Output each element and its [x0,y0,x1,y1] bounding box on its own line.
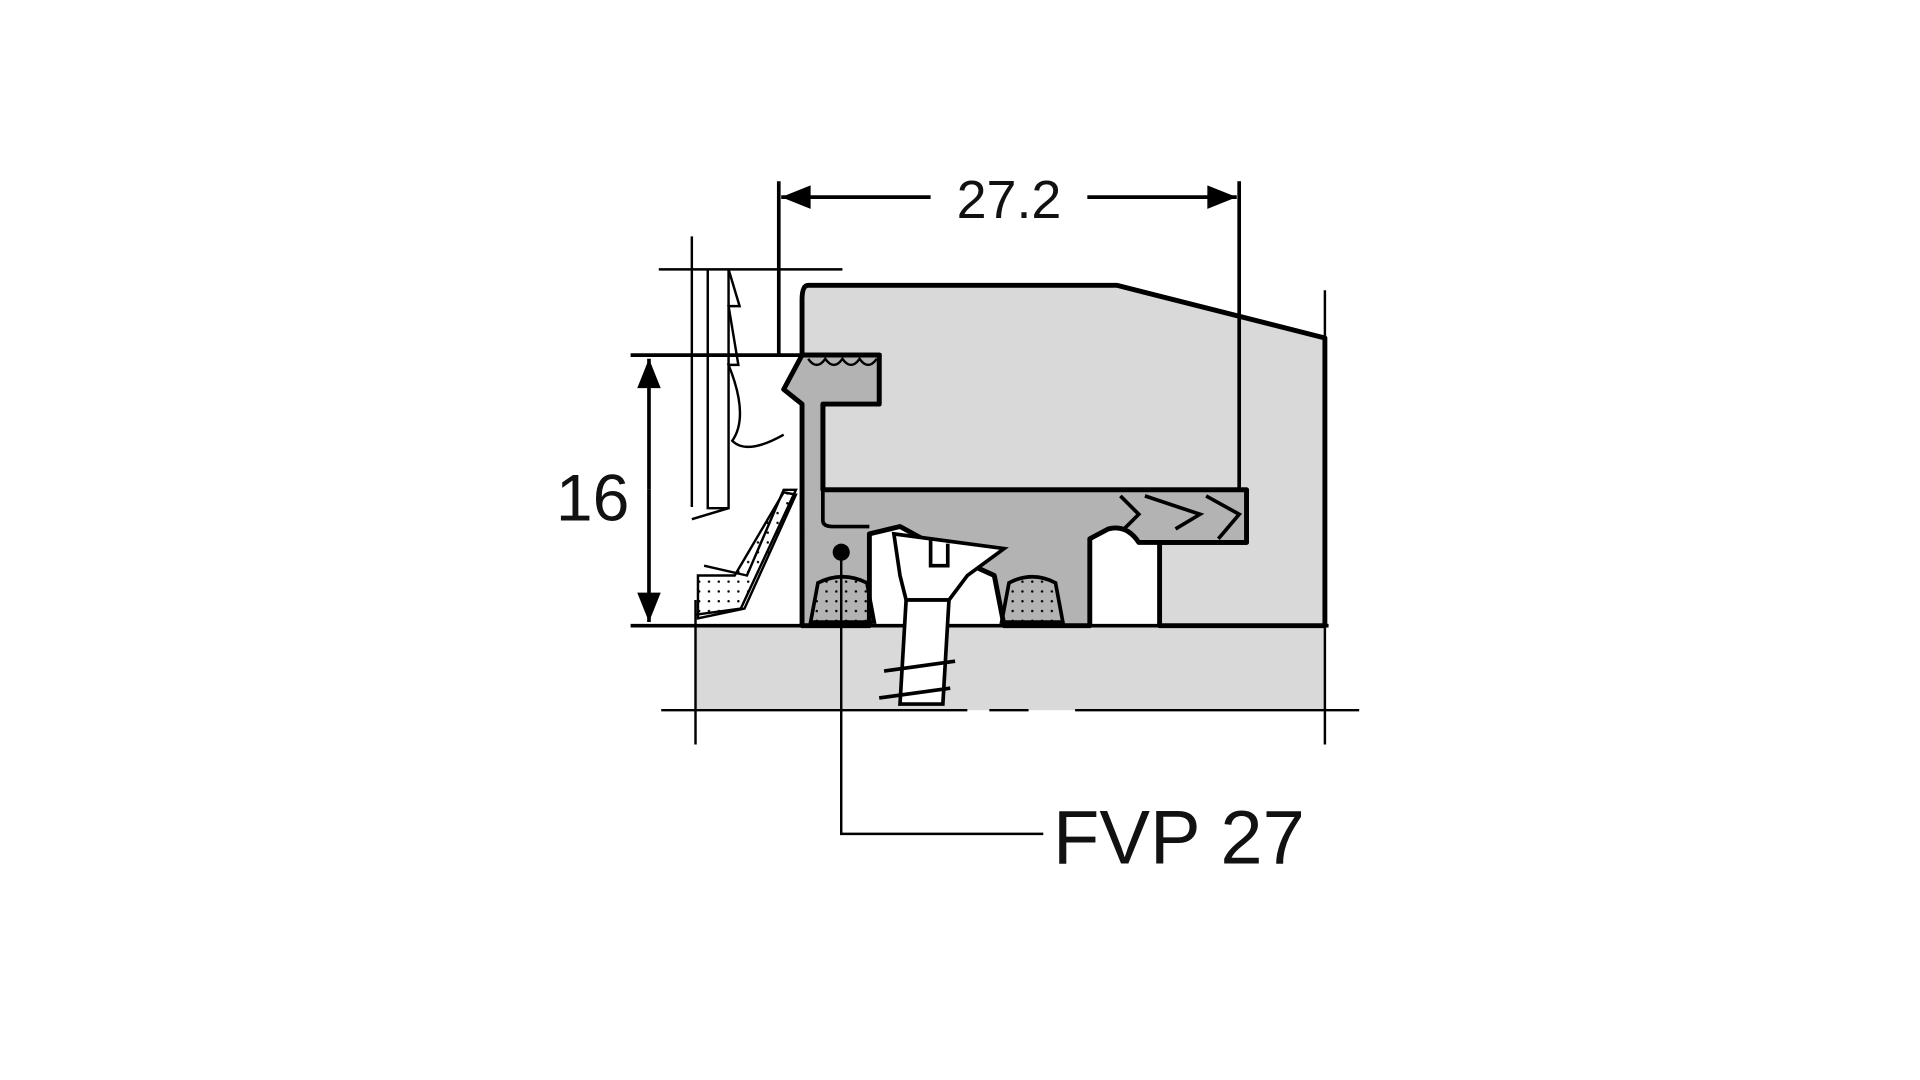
seal-top [807,356,878,367]
dimension-width-label: 27.2 [957,170,1062,230]
seal-right [1119,494,1243,540]
foot-insert-right [999,574,1066,624]
dimension-height-label: 16 [556,461,630,535]
screw-icon [878,531,1009,706]
leader-line [840,552,1044,836]
dotted-filler [696,490,798,620]
base-panel [695,625,1325,711]
aluminium-profile [781,352,1249,629]
leader-dot [832,543,850,561]
part-label: FVP 27 [1053,795,1305,880]
